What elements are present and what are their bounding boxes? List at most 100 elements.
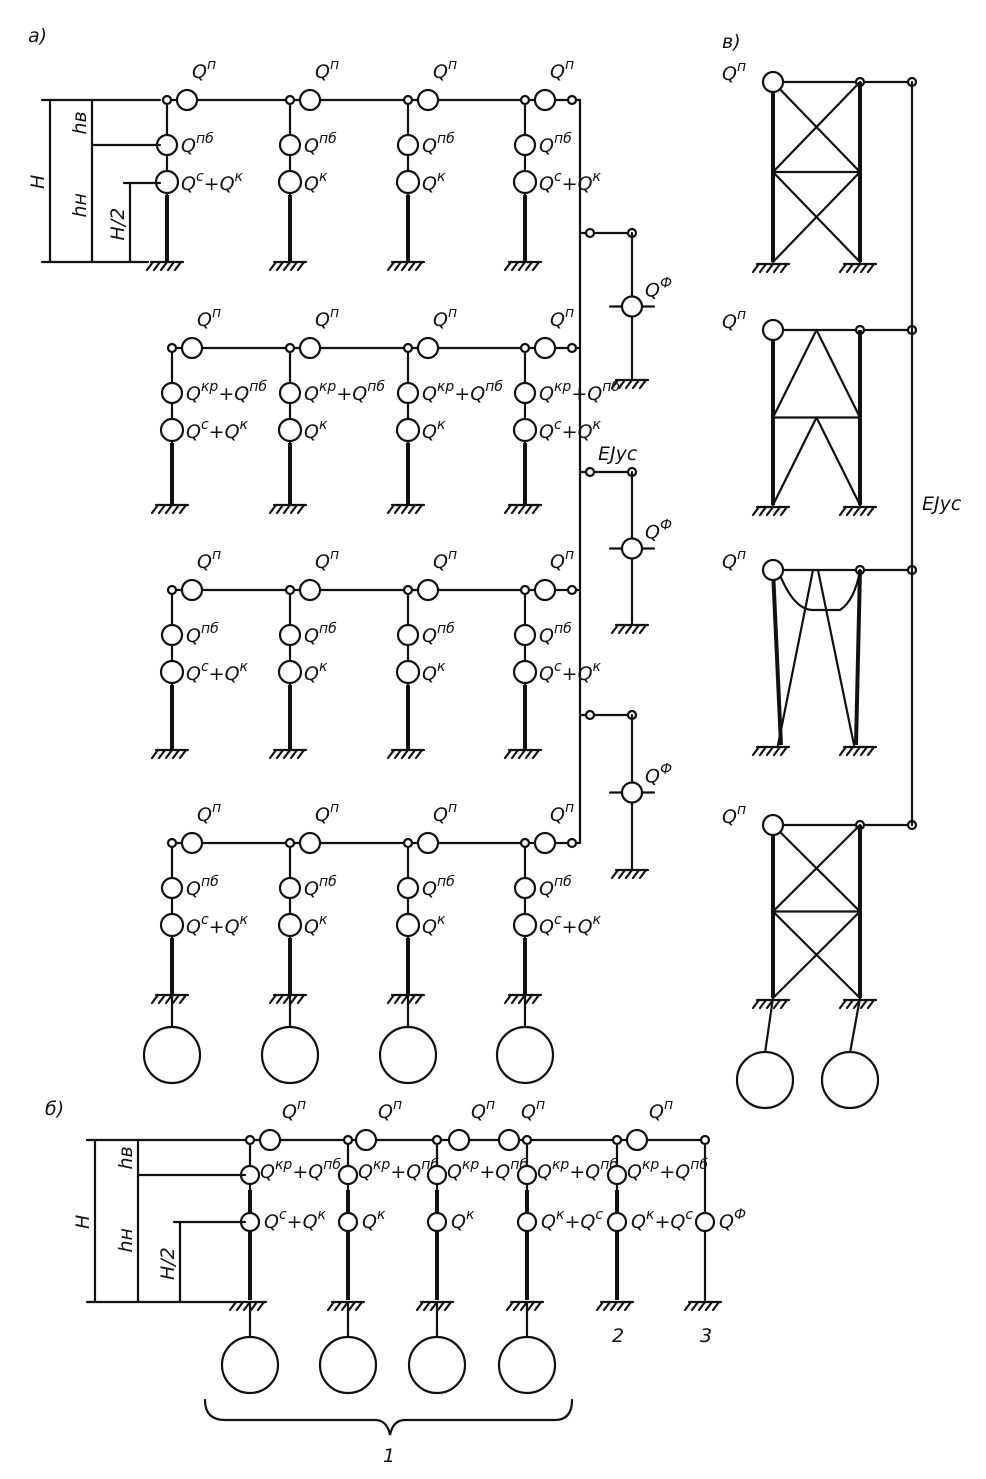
label-base: Q	[422, 421, 437, 443]
label-roof-mass: Qп	[550, 547, 574, 573]
label-base: Q	[304, 135, 319, 157]
ground-hatch	[282, 503, 292, 515]
hinge-node	[584, 709, 596, 721]
label-superscript: к	[319, 417, 328, 433]
crane-mass-circle	[513, 133, 537, 157]
ground-hatch	[510, 260, 520, 272]
hinge-node	[244, 1134, 256, 1146]
ground-hatch	[386, 993, 396, 1005]
ground-hatch	[845, 745, 855, 757]
ground-hatch	[510, 993, 520, 1005]
ground-hatch	[772, 745, 782, 757]
label-superscript: п	[737, 802, 746, 818]
column-mass-circle	[426, 1211, 448, 1233]
ground-hatch	[859, 745, 869, 757]
tower-knee-brace	[776, 568, 862, 612]
panel-label-a: а)	[28, 25, 47, 47]
label-superscript: кр	[462, 1157, 479, 1173]
label-column-mass: Qс+Qк	[539, 417, 602, 443]
ground-hatch	[503, 993, 513, 1005]
foundation-circle	[142, 1025, 202, 1085]
ground-hatch	[282, 748, 292, 760]
label-base: +Q	[390, 1161, 421, 1183]
ground-hatch	[289, 748, 299, 760]
dim-label-hv: hв	[69, 111, 91, 134]
label-column-mass: Qс+Qк	[186, 659, 249, 685]
label-column-mass: Qк	[422, 169, 446, 195]
label-base: Q	[358, 1161, 373, 1183]
label-base: Q	[471, 1101, 486, 1123]
label-base: Q	[315, 309, 330, 331]
ground-hatch	[751, 745, 761, 757]
label-superscript: п	[565, 547, 574, 563]
label-number-3: 3	[700, 1325, 712, 1347]
ground-hatch	[610, 378, 620, 390]
roof-mass-circle	[416, 831, 440, 855]
ground-hatch	[228, 1300, 238, 1312]
label-base: Q	[304, 625, 319, 647]
column-mass-circle	[277, 169, 303, 195]
label-base: Q	[304, 383, 319, 405]
label-crane-mass: Qкр+Qпб	[422, 379, 503, 405]
label-superscript: пб	[437, 621, 455, 637]
label-superscript: к	[240, 417, 249, 433]
crane-mass-circle	[160, 623, 184, 647]
ground-hatch	[393, 503, 403, 515]
label-base: Q	[433, 61, 448, 83]
ground-hatch	[631, 623, 641, 635]
label-superscript: к	[319, 912, 328, 928]
label-roof-mass: Qп	[315, 305, 339, 331]
dim-label-H: H	[27, 175, 49, 189]
label-base: Q	[719, 1211, 734, 1233]
label-superscript: п	[664, 1097, 673, 1113]
label-superscript: к	[593, 169, 602, 185]
ground-hatch	[524, 993, 534, 1005]
label-base: Q	[539, 421, 554, 443]
label-base: Q	[539, 173, 554, 195]
label-superscript: к	[593, 912, 602, 928]
dim-label-half: H/2	[157, 1247, 179, 1280]
label-roof-mass: Qп	[315, 547, 339, 573]
label-superscript: к	[646, 1207, 655, 1223]
label-superscript: пб	[201, 874, 219, 890]
roof-mass-circle	[258, 1128, 282, 1152]
ground-hatch	[152, 260, 162, 272]
dim-label-H: H	[72, 1215, 94, 1229]
tower-brace	[771, 328, 818, 419]
label-base: Q	[451, 1211, 466, 1233]
ground-hatch	[533, 1300, 543, 1312]
foundation-circle	[318, 1335, 378, 1395]
ground-hatch	[178, 748, 188, 760]
tower-brace	[771, 910, 862, 1000]
ground-hatch	[347, 1300, 357, 1312]
ground-hatch	[503, 503, 513, 515]
label-base: Q	[422, 135, 437, 157]
hinge-node	[402, 342, 414, 354]
label-superscript: п	[565, 800, 574, 816]
ground-hatch	[838, 262, 848, 274]
label-superscript: к	[437, 417, 446, 433]
label-column-mass: Qк	[451, 1207, 475, 1233]
label-tower-mass: Qп	[722, 59, 746, 85]
ground-hatch	[866, 998, 876, 1010]
roof-mass-circle	[625, 1128, 649, 1152]
label-base: Q	[539, 135, 554, 157]
support-mass-circle	[620, 295, 644, 318]
foundation-circle	[497, 1335, 557, 1395]
label-ej-a: EJус	[598, 443, 638, 465]
ground-hatch	[414, 503, 424, 515]
label-roof-mass: Qп	[197, 547, 221, 573]
label-base: Q	[315, 551, 330, 573]
label-base: Q	[197, 804, 212, 826]
label-roof-mass: Qп	[433, 57, 457, 83]
crane-mass-circle	[160, 876, 184, 900]
ground-hatch	[415, 1300, 425, 1312]
ground-hatch	[779, 745, 789, 757]
label-superscript: кр	[554, 379, 571, 395]
label-column-mass: Qк	[304, 169, 328, 195]
label-base: Q	[539, 916, 554, 938]
crane-mass-circle	[396, 876, 420, 900]
hinge-node	[431, 1134, 443, 1146]
ground-hatch	[772, 262, 782, 274]
label-superscript: кр	[275, 1157, 292, 1173]
